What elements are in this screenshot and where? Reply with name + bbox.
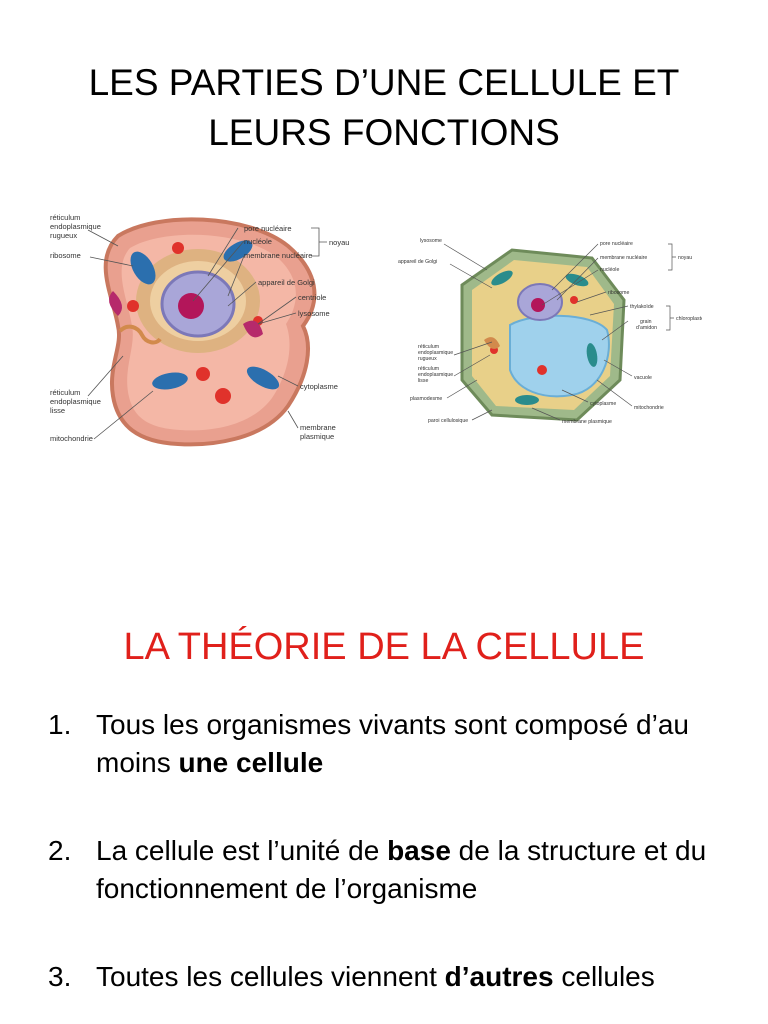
plant-label-reticulum-rugueux-2: endoplasmique [418, 350, 453, 356]
plant-cell-illustration: lysosome appareil de Golgi réticulum end… [398, 238, 704, 425]
theory-list: 1. Tous les organismes vivants sont comp… [48, 706, 748, 996]
page-title: LES PARTIES D’UNE CELLULE ET LEURS FONCT… [0, 58, 768, 158]
plant-label-membrane-nucleaire: membrane nucléaire [600, 255, 647, 261]
plant-lysosome-shape [537, 365, 547, 375]
plant-label-appareil-golgi: appareil de Golgi [398, 259, 437, 265]
plant-label-cytoplasme: cytoplasme [590, 401, 616, 407]
golgi-shape [109, 291, 122, 316]
label-nucleole: nucléole [244, 237, 272, 246]
list-item-number: 3. [48, 961, 72, 992]
plant-label-lysosome: lysosome [420, 238, 442, 244]
animal-label-lines [87, 227, 327, 440]
plant-label-reticulum-lisse-2: endoplasmique [418, 372, 453, 378]
label-reticulum-lisse-1: réticulum [50, 388, 80, 397]
label-reticulum-lisse-2: endoplasmique [50, 397, 101, 406]
plant-label-mitochondrie: mitochondrie [634, 405, 664, 411]
list-item-bold: base [387, 835, 451, 866]
plant-label-chloroplaste: chloroplaste [676, 316, 702, 322]
plant-label-paroi: paroi cellulosique [428, 418, 468, 424]
vacuole-shape [509, 314, 610, 398]
plant-lysosome-shape [570, 296, 578, 304]
label-membrane-plasmique-2: plasmique [300, 432, 334, 441]
list-item: 3. Toutes les cellules viennent d’autres… [48, 958, 748, 996]
plant-label-nucleole: nucléole [600, 267, 619, 273]
chloroplast-shape [491, 270, 513, 286]
label-noyau: noyau [329, 238, 349, 247]
plant-label-plasmodesme: plasmodesme [410, 396, 442, 402]
nucleolus-shape [178, 293, 204, 319]
list-item: 2. La cellule est l’unité de base de la … [48, 832, 748, 908]
list-item-number: 2. [48, 835, 72, 866]
mitochondrion-shape [246, 366, 280, 390]
plant-label-reticulum-rugueux-3: rugueux [418, 356, 437, 362]
plant-label-vacuole: vacuole [634, 375, 652, 381]
list-item: 1. Tous les organismes vivants sont comp… [48, 706, 748, 782]
list-item-text-after: cellules [553, 961, 655, 992]
label-cytoplasme: cytoplasme [300, 382, 338, 391]
lysosome-shape [127, 300, 139, 312]
plant-label-reticulum-lisse-3: lisse [418, 378, 428, 384]
label-reticulum-rugueux-1: réticulum [50, 213, 80, 222]
list-item-bold: une cellule [178, 747, 324, 778]
plant-label-reticulum-rugueux-1: réticulum [418, 344, 439, 350]
golgi-shape [243, 320, 263, 338]
plant-label-reticulum-lisse-1: réticulum [418, 366, 439, 372]
label-reticulum-rugueux-2: endoplasmique [50, 222, 101, 231]
chloroplast-shape [586, 343, 598, 367]
label-mitochondrie: mitochondrie [50, 434, 93, 443]
list-item-text-after: de la structure et du fonctionnement de … [96, 835, 707, 904]
label-centriole: centriole [298, 293, 326, 302]
plant-label-ribosome: ribosome [608, 290, 629, 296]
label-lysosome: lysosome [298, 309, 330, 318]
label-membrane-nucleaire: membrane nucléaire [244, 251, 312, 260]
mitochondrion-shape [130, 251, 156, 285]
plant-label-lines [443, 243, 676, 421]
label-reticulum-rugueux-3: rugueux [50, 231, 77, 240]
list-item-text: Tous les organismes vivants sont composé… [96, 709, 689, 778]
plant-label-grain-amidon-2: d’amidon [636, 325, 657, 331]
label-reticulum-lisse-3: lisse [50, 406, 65, 415]
list-item-bold: d’autres [444, 961, 554, 992]
plant-nucleolus-shape [531, 298, 545, 312]
list-item-text: Toutes les cellules viennent [96, 961, 445, 992]
label-pore-nucleaire: pore nucléaire [244, 224, 292, 233]
plant-cell-diagram: lysosome appareil de Golgi réticulum end… [392, 230, 704, 430]
page-title-line-2: LEURS FONCTIONS [208, 112, 560, 153]
list-item-text: La cellule est l’unité de [96, 835, 388, 866]
label-appareil-golgi: appareil de Golgi [258, 278, 315, 287]
mitochondrion-shape [152, 372, 188, 390]
plant-label-noyau: noyau [678, 255, 692, 261]
plant-golgi-shape [484, 337, 500, 349]
plant-label-pore-nucleaire: pore nucléaire [600, 241, 633, 247]
animal-cell-diagram: réticulum endoplasmique rugueux ribosome… [48, 206, 366, 454]
lysosome-shape [215, 388, 231, 404]
chloroplast-shape [515, 395, 539, 405]
label-membrane-plasmique-1: membrane [300, 423, 336, 432]
plant-label-membrane-plasmique: membrane plasmique [562, 419, 612, 425]
smooth-er-shape [118, 324, 162, 345]
plant-label-grain-amidon-1: grain [640, 319, 652, 325]
label-ribosome: ribosome [50, 251, 81, 260]
page-title-line-1: LES PARTIES D’UNE CELLULE ET [88, 62, 680, 103]
animal-cell-illustration: réticulum endoplasmique rugueux ribosome… [50, 213, 349, 447]
section-heading: LA THÉORIE DE LA CELLULE [123, 626, 645, 668]
lysosome-shape [196, 367, 210, 381]
list-item-number: 1. [48, 709, 72, 740]
plant-label-thylakoide: thylakoïde [630, 304, 654, 310]
lysosome-shape [172, 242, 184, 254]
